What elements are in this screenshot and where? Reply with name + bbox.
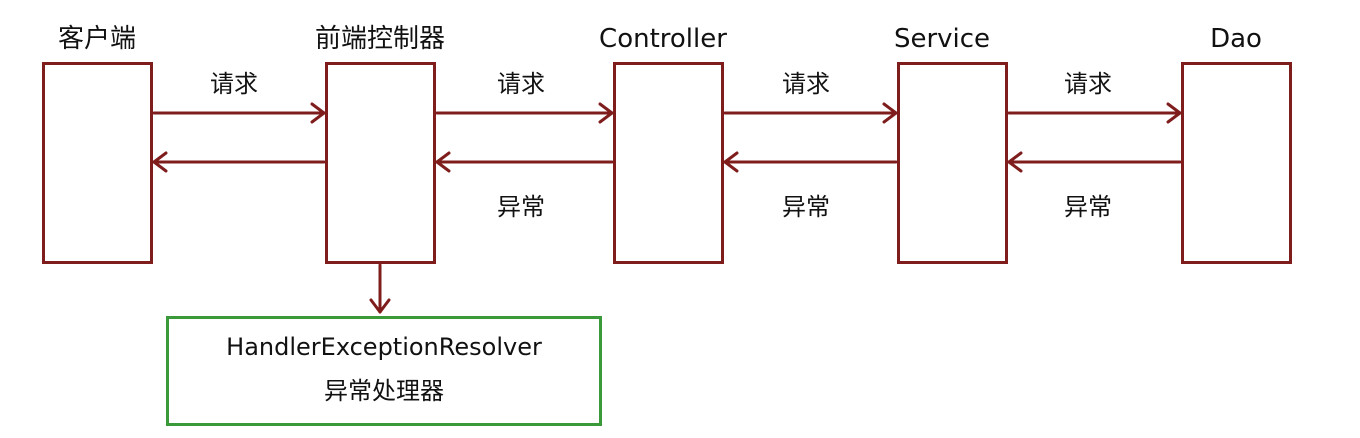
client-box [42,62,153,264]
exception-handler-box: HandlerExceptionResolver 异常处理器 [166,316,602,426]
dao-title: Dao [1210,24,1262,54]
service-title: Service [893,24,991,54]
controller-box [613,62,724,264]
request-label-2: 请求 [497,70,545,98]
exception-label-2: 异常 [782,193,830,221]
exception-label-3: 异常 [1064,193,1112,221]
front-controller-box [325,62,436,264]
service-box [897,62,1008,264]
request-label-3: 请求 [782,70,830,98]
handler-class-name: HandlerExceptionResolver [226,333,542,361]
handler-description: 异常处理器 [324,377,444,405]
request-label-4: 请求 [1064,70,1112,98]
request-label-1: 请求 [210,70,258,98]
controller-title: Controller [599,24,727,54]
dao-box [1181,62,1292,264]
exception-label-1: 异常 [497,193,545,221]
client-title: 客户端 [57,24,137,54]
front-controller-title: 前端控制器 [314,24,446,54]
